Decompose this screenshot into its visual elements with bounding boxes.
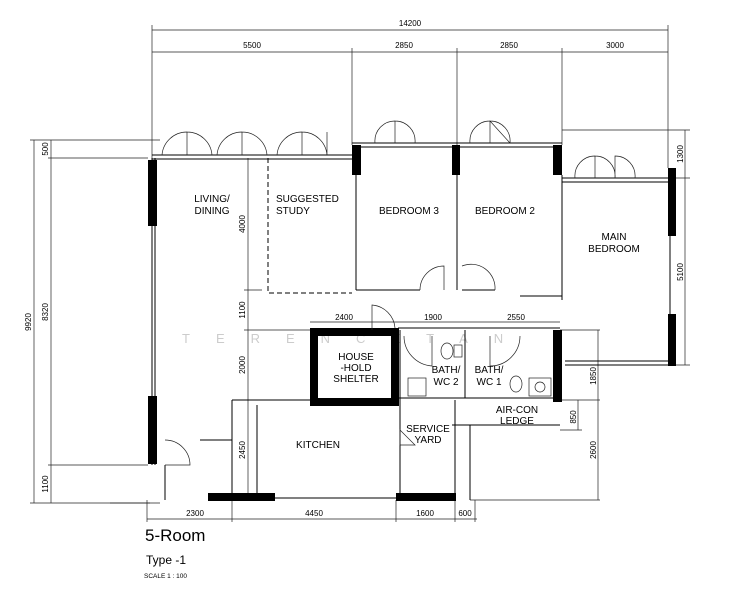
dim-inner-left: 2000	[238, 356, 247, 374]
room-living-label: LIVING/	[194, 194, 230, 205]
dim-bottom: 600	[458, 509, 472, 518]
room-labels: LIVING/ DINING SUGGESTED STUDY BEDROOM 3…	[194, 194, 640, 451]
room-service-yard-label: YARD	[414, 435, 441, 446]
room-bath2-label: WC 2	[434, 377, 459, 388]
room-bath2-label: BATH/	[432, 365, 461, 376]
dim-inner-left: 1100	[238, 301, 247, 319]
room-service-yard-label: SERVICE	[406, 424, 450, 435]
room-main-bedroom-label: MAIN	[602, 232, 627, 243]
room-bath1-label: WC 1	[477, 377, 502, 388]
toilet-icon	[440, 342, 454, 360]
dim-left: 500	[41, 142, 50, 156]
room-living-label: DINING	[195, 206, 230, 217]
walls	[148, 142, 676, 501]
room-shelter-label: HOUSE	[338, 352, 374, 363]
dim-bottom: 4450	[305, 509, 323, 518]
dim-bottom: 2300	[186, 509, 204, 518]
room-study-label: STUDY	[276, 206, 310, 217]
dim-right-lower: 2600	[589, 441, 598, 459]
dim-bottom: 1600	[416, 509, 434, 518]
dim-top: 2850	[500, 41, 518, 50]
room-aircon-ledge-label: AIR-CON	[496, 405, 538, 416]
dim-left: 1100	[41, 475, 50, 493]
watermark: TERENCETAN	[182, 331, 529, 346]
dim-left-total: 9920	[24, 313, 33, 331]
toilet-icon	[509, 375, 523, 393]
room-bedroom3-label: BEDROOM 3	[379, 206, 439, 217]
room-bath1-label: BATH/	[475, 365, 504, 376]
dim-inner-left: 4000	[238, 215, 247, 233]
dim-left: 8320	[41, 303, 50, 321]
plan-type: Type -1	[146, 553, 187, 567]
doors	[161, 120, 636, 466]
dim-inner-left: 2450	[238, 441, 247, 459]
dim-top: 5500	[243, 41, 261, 50]
room-kitchen-label: KITCHEN	[296, 440, 340, 451]
room-main-bedroom-label: BEDROOM	[588, 244, 640, 255]
dimension-labels: 14200 5500 2850 2850 3000 9920 500 8320 …	[24, 19, 685, 518]
dim-top: 2850	[395, 41, 413, 50]
dim-right: 1300	[676, 145, 685, 163]
dim-middle: 2400	[335, 313, 353, 322]
dim-right-lower: 1850	[589, 367, 598, 385]
dim-middle: 2550	[507, 313, 525, 322]
dim-middle: 1900	[424, 313, 442, 322]
room-shelter-label: SHELTER	[333, 374, 378, 385]
sink-icon	[407, 377, 427, 397]
fixtures	[407, 342, 552, 397]
plan-title: 5-Room	[145, 526, 206, 545]
dim-right: 5100	[676, 263, 685, 281]
room-shelter-label: -HOLD	[340, 363, 371, 374]
shower-icon	[528, 377, 552, 397]
room-bedroom2-label: BEDROOM 2	[475, 206, 535, 217]
plan-scale: SCALE 1 : 100	[144, 573, 187, 580]
dim-top: 3000	[606, 41, 624, 50]
dim-top-total: 14200	[399, 19, 422, 28]
dim-right-lower: 850	[569, 410, 578, 424]
room-aircon-ledge-label: LEDGE	[500, 416, 534, 427]
room-study-label: SUGGESTED	[276, 194, 339, 205]
